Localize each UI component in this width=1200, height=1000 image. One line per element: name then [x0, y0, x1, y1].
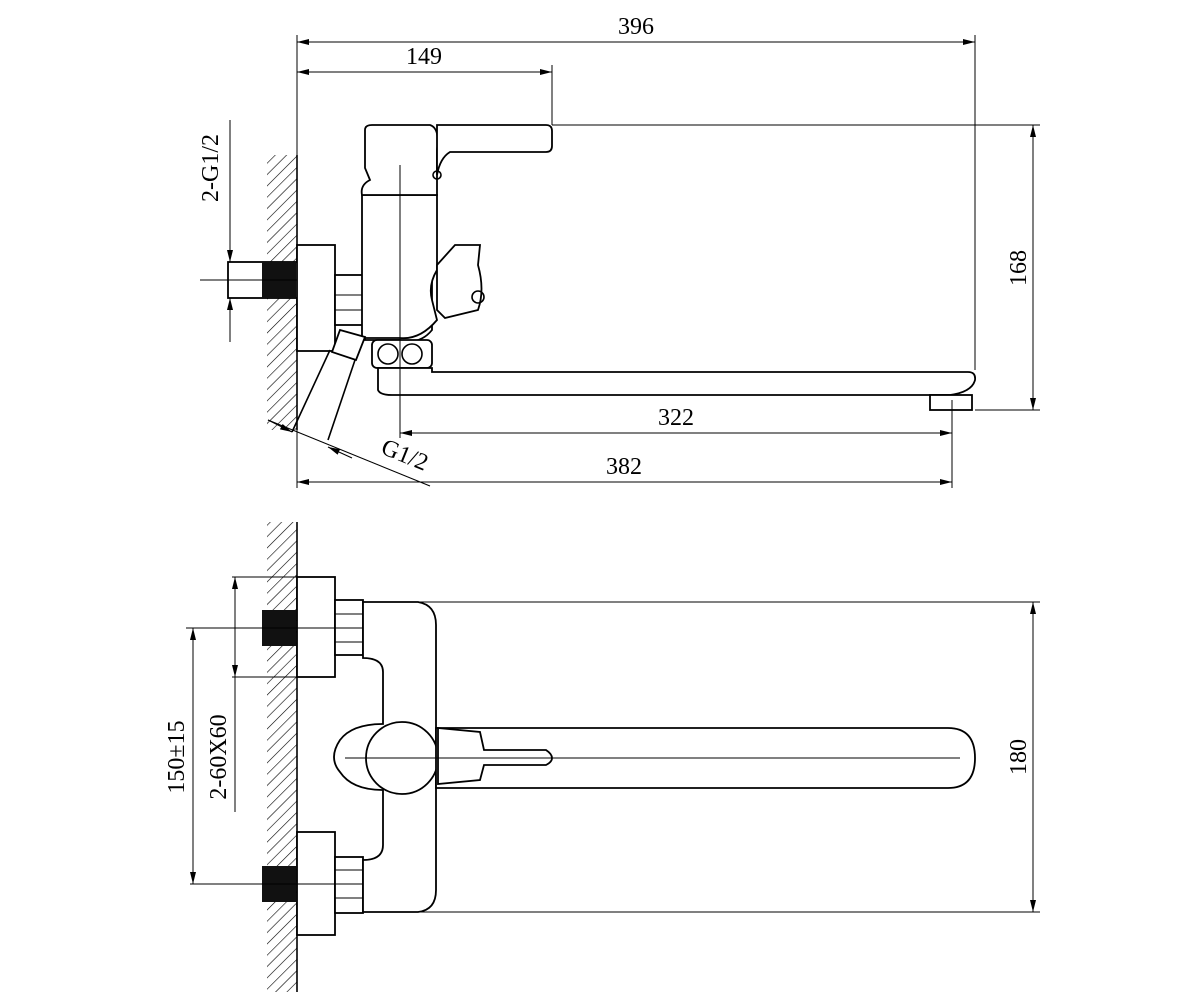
- side-view: 396 149 168 322 382 2-G1/2: [198, 14, 1040, 488]
- dimension-180: 180: [1006, 602, 1036, 912]
- dimension-322: 322: [400, 405, 952, 436]
- mixer-lever: [436, 124, 553, 176]
- label-shower-thread: G1/2: [377, 434, 431, 476]
- label-flange: 2-60X60: [206, 714, 232, 799]
- label-center-distance: 150±15: [164, 720, 190, 793]
- inlet-pipe: [200, 261, 420, 299]
- dim-label-180: 180: [1006, 739, 1032, 775]
- shower-outlet: [291, 328, 367, 441]
- aerator: [929, 394, 973, 411]
- dim-label-168: 168: [1006, 250, 1032, 286]
- spout: [377, 367, 977, 396]
- dim-label-396: 396: [618, 14, 654, 40]
- label-inlet-thread: 2-G1/2: [198, 134, 224, 202]
- dimension-168: 168: [1006, 125, 1036, 410]
- dimension-396: 396: [297, 14, 975, 45]
- dimension-inlet-thread: 2-G1/2: [198, 120, 233, 342]
- dim-label-149: 149: [406, 44, 442, 70]
- lower-inlet: [190, 831, 380, 936]
- wall-hatching-bottom: [267, 522, 298, 992]
- dimension-shower-thread: G1/2: [267, 419, 432, 487]
- dim-label-322: 322: [658, 405, 694, 431]
- dimension-flange: 2-60X60: [206, 577, 238, 812]
- dimension-382: 382: [297, 454, 952, 485]
- dimension-center-distance: 150±15: [164, 627, 262, 884]
- eccentric-connector: [334, 274, 366, 326]
- spout-swivel: [371, 339, 433, 369]
- plan-view: 180 2-60X60 150±15: [164, 522, 1040, 992]
- upper-inlet: [240, 576, 380, 678]
- dim-label-382: 382: [606, 454, 642, 480]
- diverter-knob: [436, 244, 483, 319]
- dimension-149: 149: [297, 44, 552, 75]
- wall-flange-top: [296, 244, 336, 352]
